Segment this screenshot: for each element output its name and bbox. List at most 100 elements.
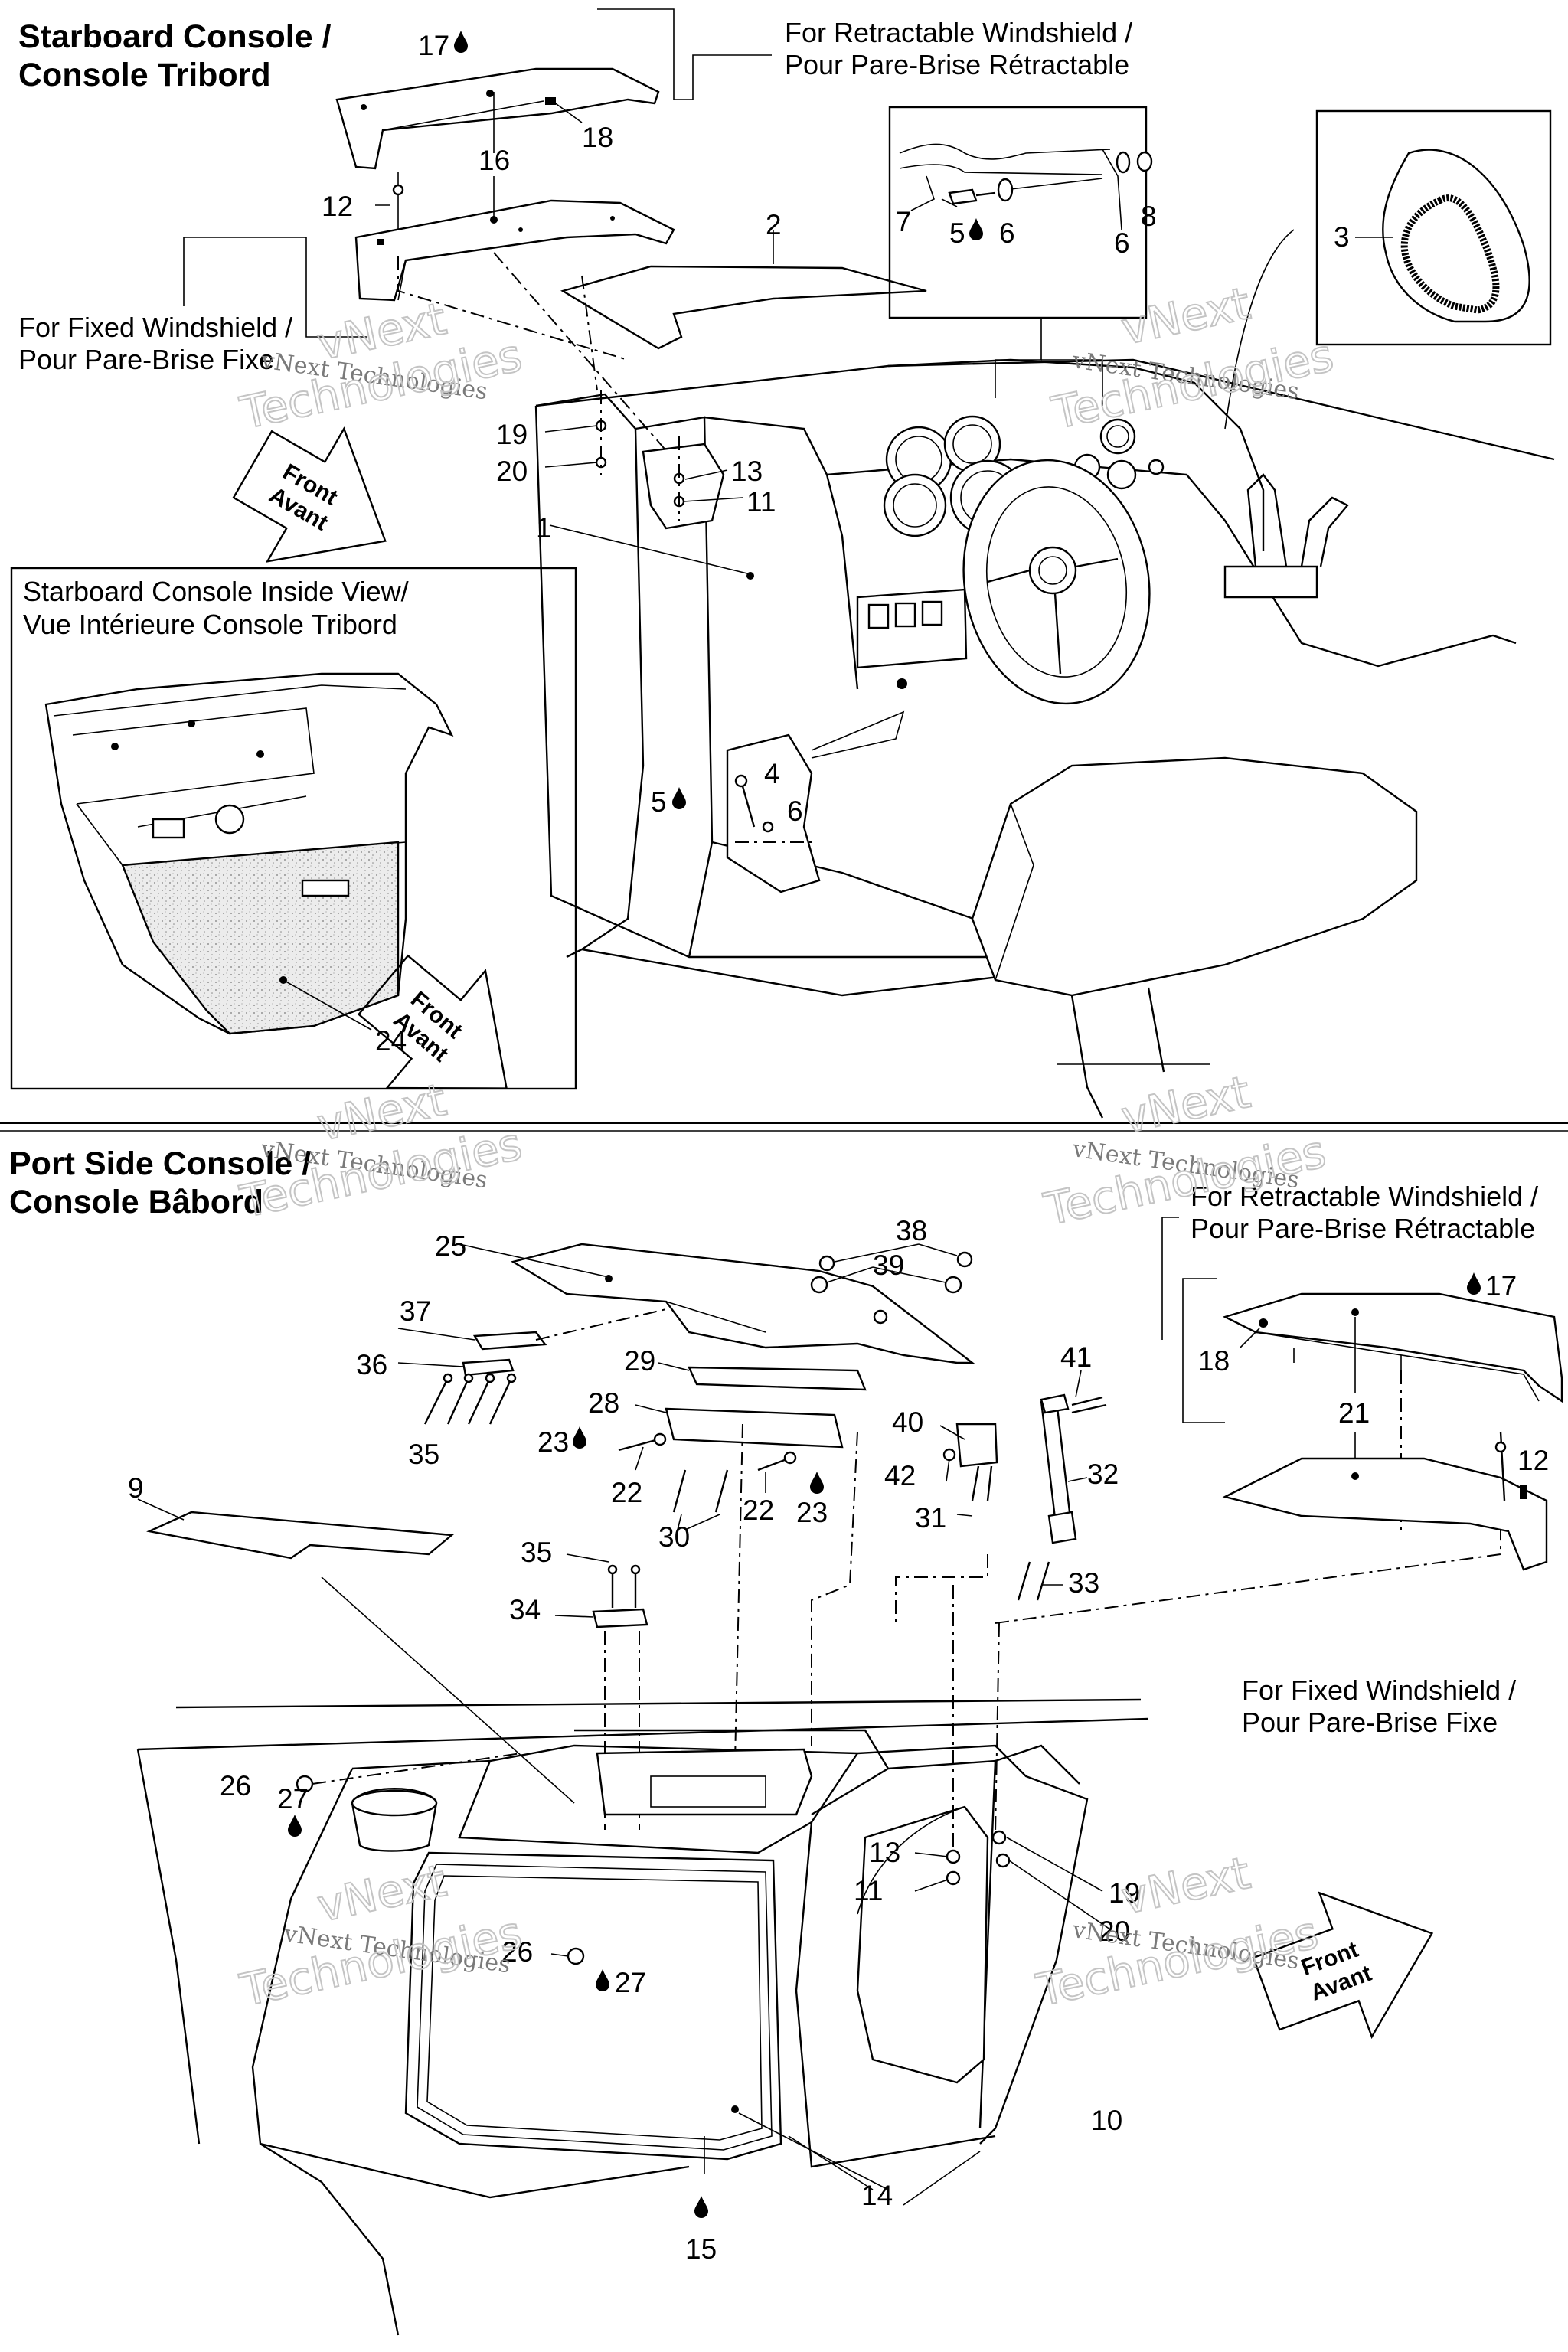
part-32-rod: [1040, 1400, 1073, 1533]
leader-37: [397, 1328, 475, 1341]
p21f-dot: [1351, 1472, 1359, 1480]
callout-16: 16: [479, 145, 510, 176]
sb-retractable-line2: Pour Pare-Brise Rétractable: [785, 49, 1129, 80]
port-section: Port Side Console / Console Bâbord For R…: [9, 1145, 1563, 2336]
washer-39-b: [944, 1276, 962, 1294]
part-16-top-retractable: [335, 67, 660, 170]
screw-35-a: [607, 1564, 618, 1575]
gasket-3-outline: [1382, 149, 1530, 323]
callout-21: 21: [1338, 1397, 1370, 1429]
washer-19-port: [991, 1830, 1007, 1845]
callout-26-b: 26: [501, 1936, 533, 1968]
lubricant-icon: [1467, 1272, 1481, 1295]
dash-port-fixed: [952, 1524, 1501, 1849]
wm-2c: vNext: [1117, 277, 1255, 355]
leader-14-line: [738, 2112, 889, 2190]
part-28-plate: [665, 1407, 844, 1449]
bracket-37: [472, 1331, 547, 1351]
screw-35-b: [630, 1564, 641, 1575]
p25-hole: [873, 1309, 888, 1325]
part-21-retractable: [1222, 1292, 1563, 1403]
callout-18-port: 18: [1198, 1345, 1230, 1377]
leader-18: [550, 100, 583, 123]
callout-11-port: 11: [854, 1875, 883, 1906]
inset-inside-view: [10, 567, 577, 1090]
screw-22-b-head: [783, 1451, 797, 1465]
nut-42: [942, 1448, 956, 1462]
starboard-section: Starboard Console / Console Tribord For …: [10, 8, 1555, 1119]
leader-41: [1075, 1370, 1082, 1398]
callout-27-b: 27: [615, 1967, 646, 1998]
callout-38: 38: [896, 1215, 927, 1246]
screws-30: [672, 1469, 729, 1513]
callout-36: 36: [356, 1349, 387, 1380]
callout-35-top: 35: [408, 1439, 439, 1470]
callout-12-top: 12: [322, 191, 353, 222]
leader-1-dot: [746, 572, 754, 580]
part-32-top: [1040, 1393, 1070, 1414]
screws-41: [1071, 1396, 1107, 1414]
part-1-console-body: [534, 358, 1555, 1119]
washer-6-lower: [762, 821, 774, 833]
p21-studs: [1293, 1348, 1402, 1370]
dash-28: [734, 1423, 858, 1762]
leader-20: [544, 462, 598, 468]
p21-stud: [1259, 1318, 1268, 1328]
leader-22-a: [635, 1446, 644, 1471]
port-retractable-line2: Pour Pare-Brise Rétractable: [1191, 1213, 1535, 1244]
leader-inset-a: [995, 318, 1042, 398]
leader-36: [397, 1362, 464, 1367]
lubricant-icon: [454, 31, 468, 53]
leader-25: [459, 1243, 609, 1278]
leader-14: [788, 2135, 874, 2190]
inside-view-line2: Vue Intérieure Console Tribord: [23, 609, 397, 640]
callout-13-port: 13: [869, 1837, 900, 1868]
callout-29: 29: [624, 1345, 655, 1377]
screw-12-head: [392, 184, 404, 196]
screws-31: [971, 1465, 993, 1501]
callout-24: 24: [375, 1025, 407, 1057]
nut-38-b: [956, 1251, 973, 1268]
callout-37: 37: [400, 1295, 431, 1327]
callout-27-a: 27: [277, 1783, 309, 1815]
lubricant-icon: [810, 1472, 824, 1494]
port-title-line2: Console Bâbord: [9, 1184, 263, 1220]
sb-retractable-line1: For Retractable Windshield /: [785, 17, 1132, 48]
screw-22-a-head: [653, 1432, 667, 1446]
leader-31: [956, 1514, 973, 1517]
callout-5-top: 5: [949, 217, 965, 249]
callout-17-port: 17: [1485, 1270, 1517, 1302]
leader-19: [544, 425, 598, 433]
dash-31: [895, 1554, 988, 1623]
part-32-bottom: [1047, 1511, 1077, 1544]
port-fixed-line1: For Fixed Windshield /: [1242, 1674, 1516, 1706]
callout-10: 10: [1091, 2105, 1122, 2136]
callout-4: 4: [764, 758, 780, 789]
leader-32: [1067, 1477, 1088, 1482]
callout-30: 30: [658, 1521, 690, 1553]
callout-22-b: 22: [743, 1494, 774, 1526]
screw-4-head: [734, 774, 748, 788]
sb-fixed-line1: For Fixed Windshield /: [18, 312, 292, 343]
callout-12-port: 12: [1517, 1445, 1549, 1476]
sb-fixed-line2: Pour Pare-Brise Fixe: [18, 344, 274, 375]
screws-33: [1017, 1561, 1050, 1601]
leader-11: [683, 497, 743, 502]
part-10-console-body: [136, 1698, 1149, 2336]
part-2-mat: [560, 265, 927, 350]
leader-26-b: [550, 1953, 569, 1957]
callout-8: 8: [1141, 201, 1157, 232]
leader-29: [658, 1362, 690, 1371]
dash-a: [397, 256, 629, 361]
inset-retractable-hardware: [888, 106, 1148, 319]
plug-26-b: [567, 1947, 585, 1965]
inside-view-console: [44, 672, 454, 1035]
screw-22-a: [618, 1438, 659, 1452]
callout-19-port: 19: [1109, 1877, 1140, 1909]
callout-6-top-a: 6: [999, 217, 1015, 249]
callout-40: 40: [892, 1406, 923, 1438]
lubricant-icon: [672, 787, 686, 809]
callout-1: 1: [536, 512, 552, 544]
callout-11-top: 11: [746, 486, 776, 518]
leader-39: [826, 1266, 946, 1283]
